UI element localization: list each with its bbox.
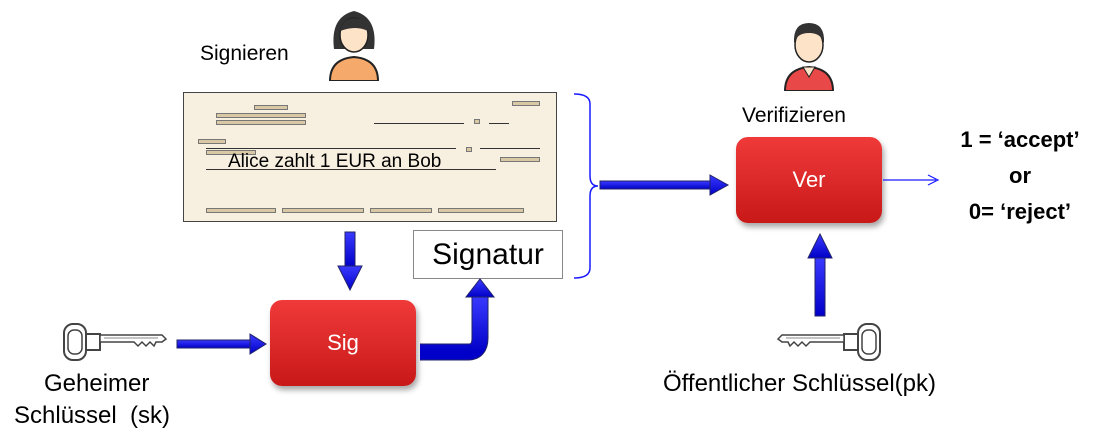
secret-key-label-line1: Geheimer <box>44 370 150 397</box>
ver-box: Ver <box>736 137 882 223</box>
signature-box: Signatur <box>413 230 563 279</box>
arrow-pk-to-ver <box>807 232 833 317</box>
arrow-sk-to-sig <box>176 333 267 355</box>
key-icon <box>63 323 168 361</box>
result-reject: 0= ‘reject’ <box>968 199 1072 224</box>
result-text: 1 = ‘accept’ or 0= ‘reject’ <box>930 122 1110 230</box>
woman-person-icon <box>328 11 380 81</box>
arrow-sig-to-signature <box>420 278 496 361</box>
verifier-label: Verifizieren <box>742 104 846 127</box>
signer-label: Signieren <box>200 42 289 65</box>
sig-box: Sig <box>270 300 416 386</box>
ver-label: Ver <box>792 167 826 192</box>
signature-label: Signatur <box>432 237 544 271</box>
result-or: or <box>1009 163 1031 188</box>
document-text: Alice zahlt 1 EUR an Bob <box>228 151 442 172</box>
man-person-icon <box>783 23 835 91</box>
sig-label: Sig <box>327 330 359 355</box>
public-key-label: Öffentlicher Schlüssel(pk) <box>663 370 936 397</box>
document-check: Alice zahlt 1 EUR an Bob <box>183 92 557 222</box>
bracket <box>573 93 599 279</box>
arrow-ver-to-result <box>883 174 940 186</box>
key-icon <box>776 323 881 361</box>
arrow-check-to-sig <box>337 231 363 292</box>
secret-key-label-line2: Schlüssel (sk) <box>14 402 171 429</box>
result-accept: 1 = ‘accept’ <box>960 127 1080 152</box>
arrow-to-ver <box>599 174 730 196</box>
